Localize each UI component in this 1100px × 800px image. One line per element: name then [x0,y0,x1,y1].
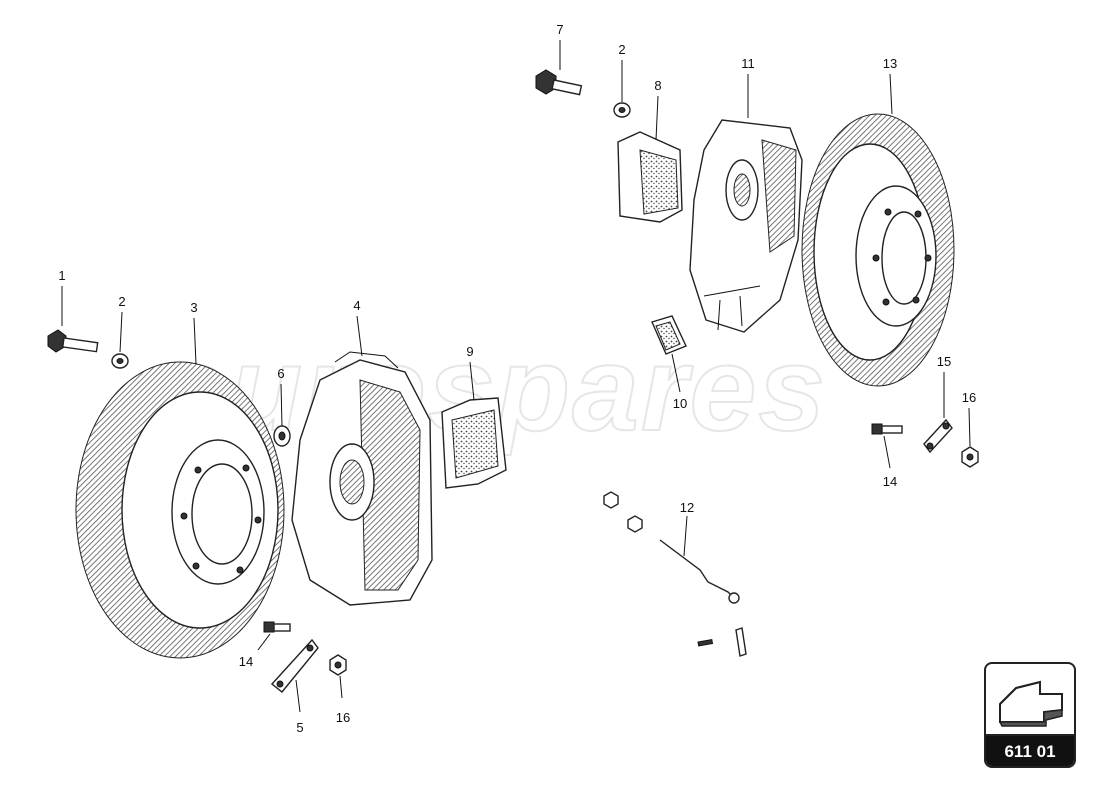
reference-badge: 611 01 [984,662,1076,768]
brake-pad-9 [441,397,507,489]
lock-plate-5 [270,638,319,693]
svg-text:10: 10 [673,396,687,411]
callout-1: 1 [58,268,66,326]
callout-8: 8 [654,78,662,141]
nut-16-right [961,446,979,468]
lock-plate-15 [923,418,953,454]
callout-7: 7 [556,22,564,70]
svg-text:14: 14 [239,654,253,669]
svg-text:2: 2 [118,294,125,309]
svg-text:15: 15 [937,354,951,369]
svg-text:13: 13 [883,56,897,71]
nut-16-left [329,654,347,676]
callout-5: 5 [295,679,304,735]
washer-2-right [613,102,631,118]
svg-text:12: 12 [680,500,694,515]
svg-text:16: 16 [962,390,976,405]
callout-9: 9 [466,344,475,401]
callout-6: 6 [277,366,285,427]
svg-text:5: 5 [296,720,303,735]
callout-15: 15 [937,354,951,418]
svg-text:14: 14 [883,474,897,489]
callout-16-left: 16 [336,675,350,725]
callout-14-right: 14 [883,435,897,489]
caliper-11 [689,119,803,333]
reference-code: 611 01 [986,736,1074,766]
svg-text:9: 9 [466,344,473,359]
direction-arrow-icon [986,664,1074,736]
brake-disc-3 [75,361,285,659]
callout-12: 12 [680,500,694,557]
svg-text:2: 2 [618,42,625,57]
callout-11: 11 [741,56,755,118]
brake-pad-8 [617,131,683,223]
callout-2-right: 2 [618,42,626,102]
svg-text:6: 6 [277,366,284,381]
brake-disc-13 [801,113,955,387]
svg-text:1: 1 [58,268,65,283]
svg-text:3: 3 [190,300,197,315]
bolt-1 [47,329,99,353]
svg-text:8: 8 [654,78,661,93]
bolt-14-left [263,621,291,633]
callout-14-left: 14 [239,633,271,669]
callout-10: 10 [671,353,687,411]
brake-pad-10 [651,315,687,355]
bolt-7 [535,69,583,96]
callout-16-right: 16 [962,390,976,447]
callout-2-left: 2 [118,294,126,353]
bleed-pipe-12 [603,491,747,657]
svg-text:4: 4 [353,298,360,313]
svg-text:16: 16 [336,710,350,725]
callout-3: 3 [190,300,198,365]
washer-2-left [111,353,129,369]
svg-text:11: 11 [741,56,755,71]
bolt-14-right [871,423,903,435]
caliper-4 [291,351,433,606]
washer-6 [273,425,291,447]
svg-text:7: 7 [556,22,563,37]
callout-13: 13 [883,56,897,115]
callout-4: 4 [353,298,363,357]
